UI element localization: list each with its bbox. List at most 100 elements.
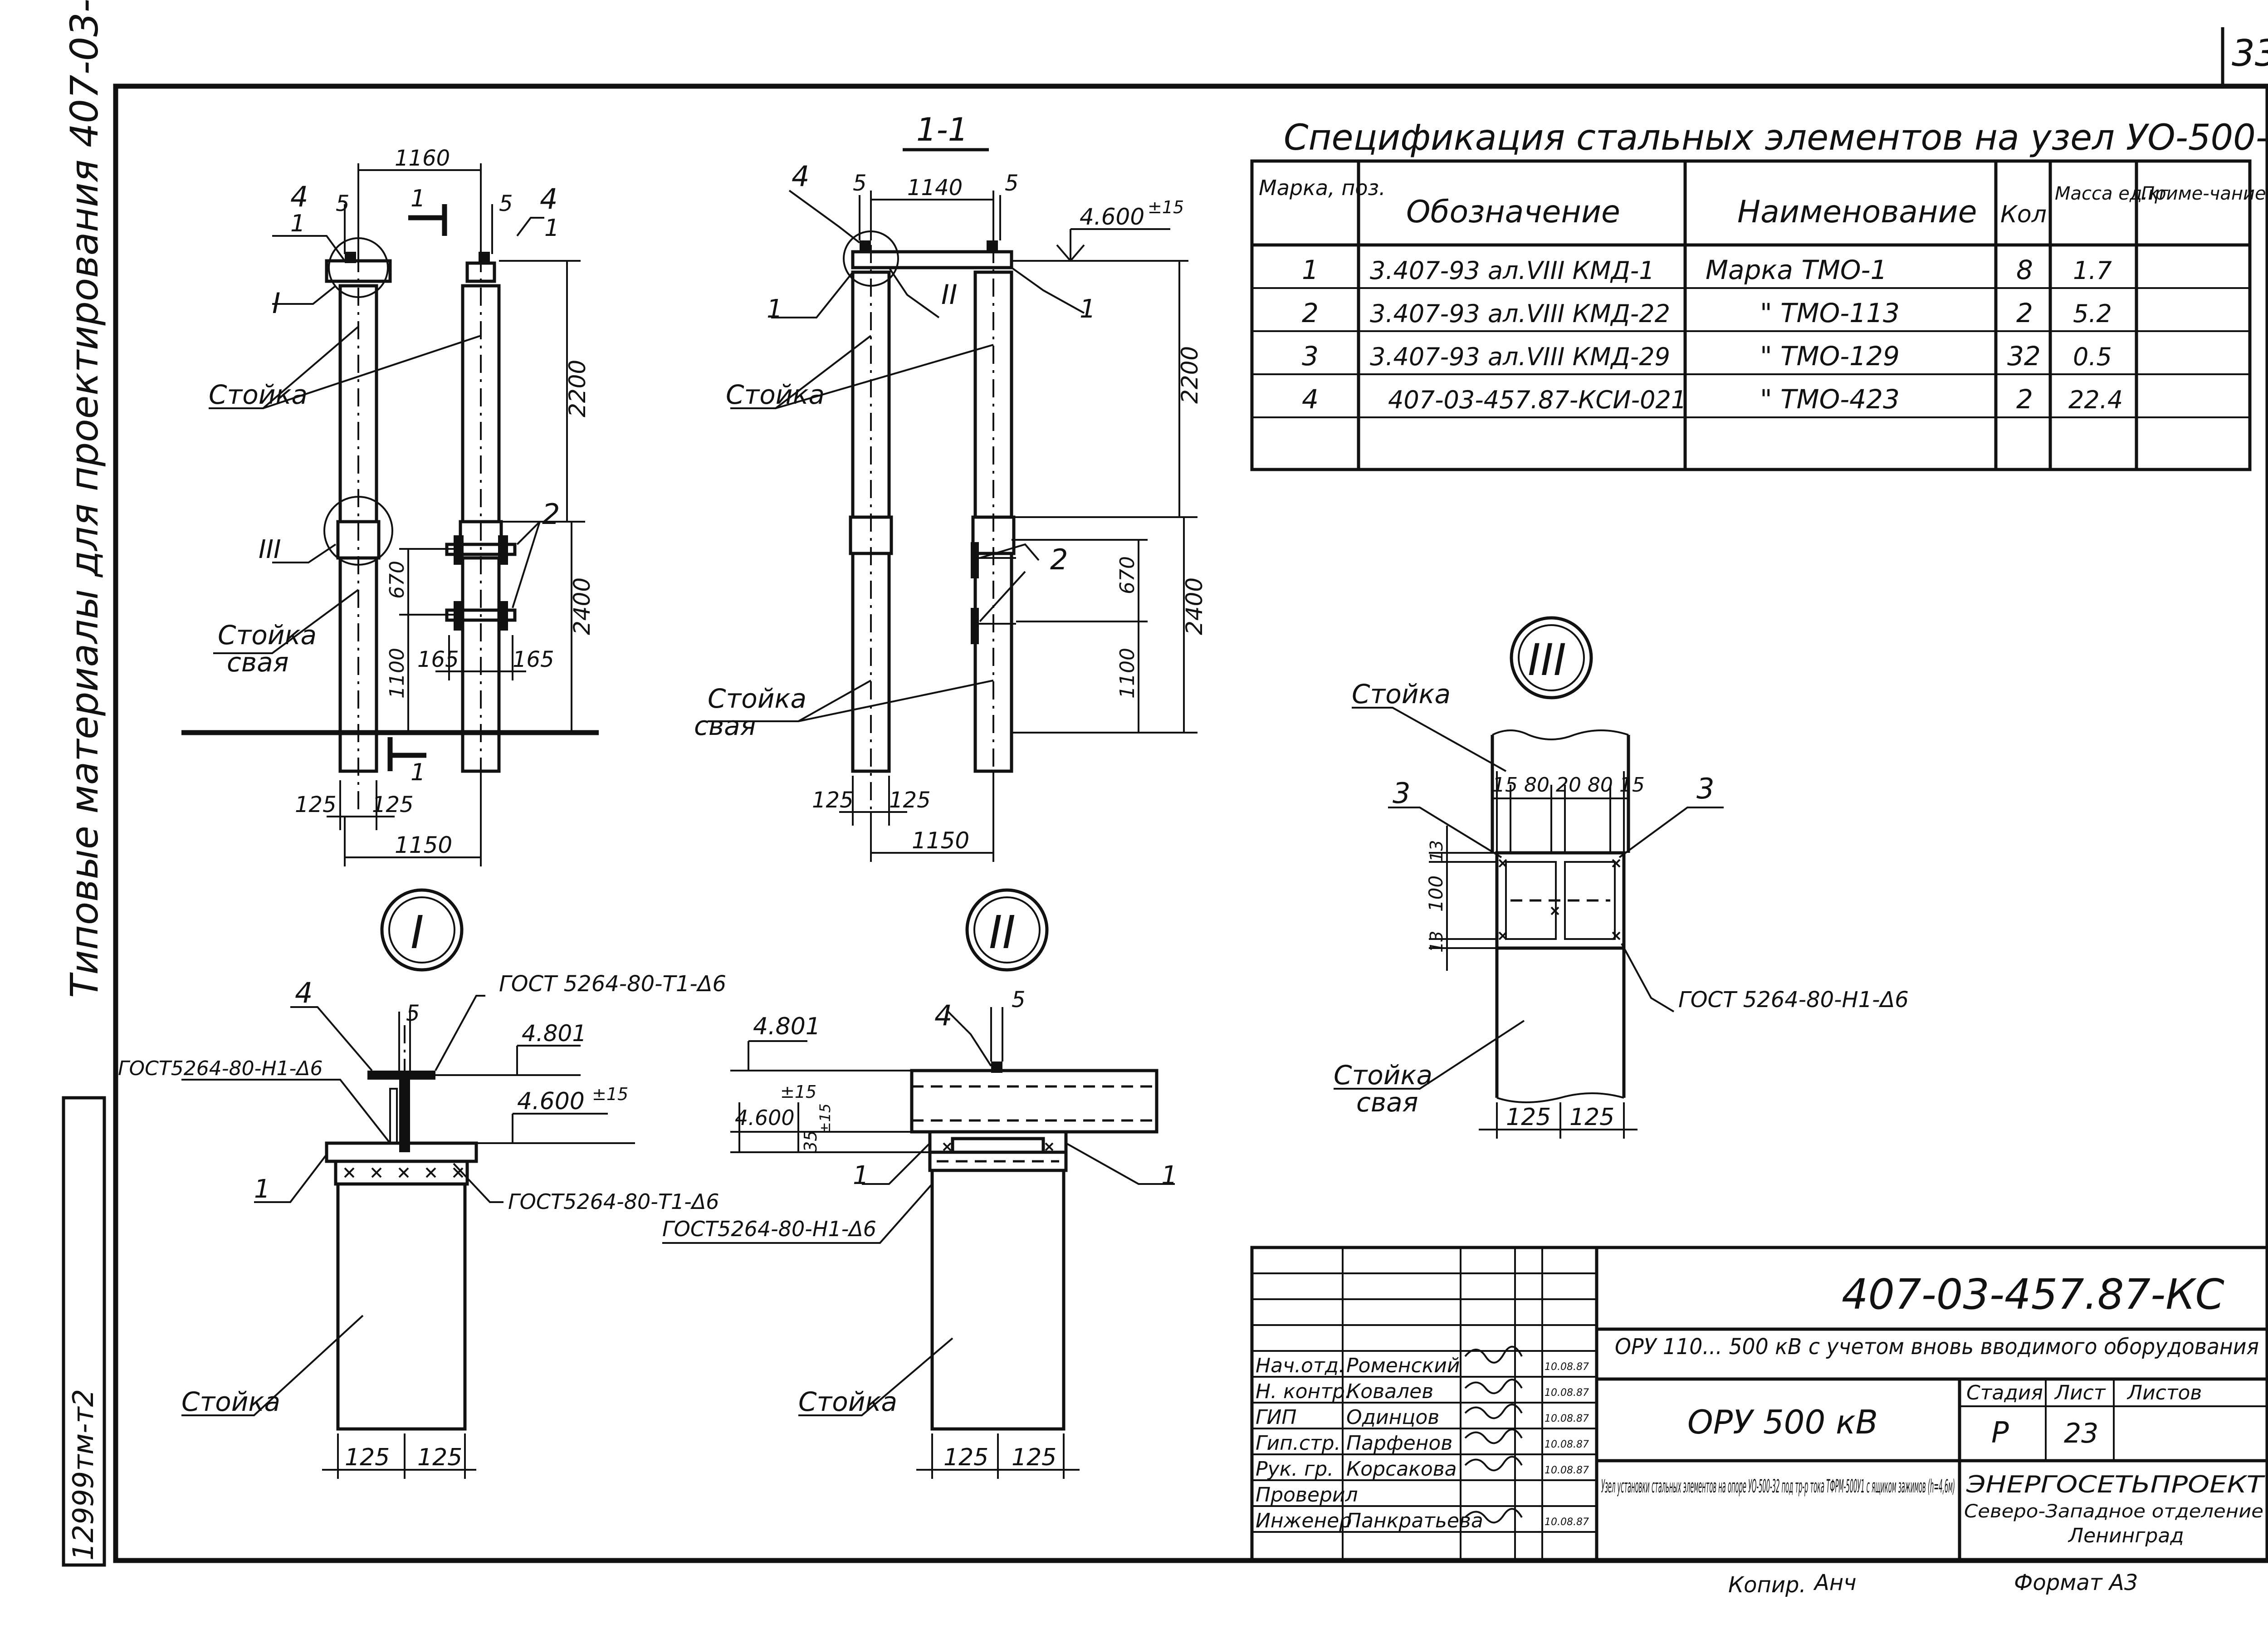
side-text: Типовые материалы для проектирования 407… [62, 0, 107, 998]
table-row: 2 3.407-93 ал.VIII КМД-22 " ТМО-113 2 5.… [1302, 298, 2112, 328]
header-mass: Масса ед.кг [2055, 183, 2169, 204]
dim-670: 670 [386, 561, 409, 599]
dim-1100: 1100 [1116, 648, 1139, 699]
dim-2400: 2400 [1181, 577, 1207, 635]
elevation-tol: ±15 [1148, 197, 1184, 217]
elev-mid: 4.600 [517, 1088, 585, 1115]
sig-name-4: Парфенов [1346, 1432, 1452, 1455]
header-designation: Обозначение [1406, 194, 1620, 230]
cell-qty: 2 [2016, 384, 2033, 415]
elev-top: 4.801 [522, 1020, 587, 1047]
dim-1150: 1150 [912, 827, 969, 854]
dim-5-left: 5 [853, 171, 867, 196]
mark-1-right: 1 [1080, 294, 1096, 324]
weld-left: ГОСТ5264-80-Н1-Δ6 [118, 1057, 323, 1080]
project-title: ОРУ 110... 500 кВ с учетом вновь вводимо… [1615, 1334, 2259, 1360]
badge-I: I [411, 906, 424, 959]
sig-role-2: Н. контр. [1256, 1380, 1351, 1403]
callout-II: II [941, 279, 957, 311]
front-view [181, 163, 599, 866]
mark-4: 4 [792, 160, 809, 193]
cell-mass: 1.7 [2073, 256, 2112, 285]
cell-mark: 4 [1302, 384, 1319, 415]
elev-top: 4.801 [753, 1013, 821, 1040]
mark-1-right: 1 [544, 215, 559, 242]
mark-1-left: 1 [767, 294, 783, 324]
label-stoyka: Стойка [209, 379, 308, 410]
dim-125-left: 125 [1506, 1104, 1551, 1131]
dim-35: 35 [801, 1130, 821, 1152]
sig-role-4: Гип.стр. [1256, 1432, 1341, 1455]
sig-date-3: 10.08.87 [1545, 1413, 1589, 1424]
cell-designation: 3.407-93 ал.VIII КМД-1 [1370, 256, 1655, 285]
dim-5-left: 5 [336, 191, 350, 216]
sheet-frame [62, 27, 2268, 1567]
sheets-header: Листов [2126, 1381, 2202, 1404]
dims-top: 15 80 20 80 15 [1492, 773, 1645, 797]
dim-5: 5 [1012, 987, 1026, 1013]
signature-marks [1464, 1345, 1523, 1524]
label-stoyka-svaya-2: свая [694, 710, 756, 741]
sheet-value: 23 [2064, 1418, 2098, 1449]
sig-name-5: Корсакова [1346, 1458, 1457, 1481]
dim-1160: 1160 [395, 146, 450, 171]
section-view [708, 148, 1198, 862]
detail-III [1334, 616, 1724, 1139]
mark-1: 1 [254, 1174, 270, 1204]
callout-III: III [259, 535, 281, 564]
label-stoyka-svaya-2: свая [227, 647, 289, 678]
stage-value: Р [1991, 1416, 2009, 1450]
title-block-text: 407-03-457.87-КС ОРУ 110... 500 кВ с уче… [1601, 1270, 2266, 1547]
sig-role-3: ГИП [1256, 1406, 1297, 1429]
elev-mid-tol: ±15 [592, 1084, 628, 1104]
dim-125-left: 125 [812, 788, 854, 813]
copied-label: Копир. [1728, 1572, 1806, 1598]
dim-125-right: 125 [417, 1444, 462, 1471]
mark-1-left: 1 [290, 210, 305, 237]
sig-date-1: 10.08.87 [1545, 1361, 1589, 1373]
section-view-labels: 1-1 4 5 1140 5 4.600 ±15 1 II 1 2200 Сто… [694, 111, 1207, 854]
header-name: Наименование [1737, 194, 1977, 230]
label-bottom-1: Стойка [1334, 1060, 1432, 1091]
dim-125-left: 125 [943, 1444, 988, 1471]
copier-name: Анч [1813, 1570, 1857, 1595]
header-mark: Марка, поз. [1259, 176, 1386, 200]
mark-2: 2 [1050, 543, 1068, 576]
elev-mid-tol: ±15 [780, 1082, 816, 1102]
weld-top: ГОСТ 5264-80-Т1-Δ6 [499, 971, 726, 997]
label-stoyka-svaya-1: Стойка [218, 620, 317, 651]
cell-mass: 0.5 [2073, 342, 2112, 371]
sig-name-2: Ковалев [1346, 1380, 1433, 1403]
dim-125-right: 125 [372, 792, 414, 817]
dim-125-right: 125 [1012, 1444, 1056, 1471]
sig-role-6: Проверил [1256, 1483, 1358, 1507]
label-bottom-2: свая [1356, 1087, 1418, 1118]
sig-name-3: Одинцов [1346, 1406, 1439, 1429]
cell-name: Марка ТМО-1 [1706, 254, 1887, 285]
detail-II [662, 888, 1175, 1479]
spec-header: Марка, поз. Обозначение Наименование Кол… [1259, 176, 2266, 230]
organization-3: Ленинград [2068, 1524, 2184, 1547]
dim-2400: 2400 [569, 577, 595, 635]
project-title-text: ОРУ 110... 500 кВ с учетом вновь вводимо… [1615, 1334, 2259, 1360]
section-mark-top: 1 [411, 185, 425, 212]
sig-role-1: Нач.отд. [1256, 1354, 1345, 1377]
sheet-number: 33 [2232, 32, 2268, 74]
cell-name: " ТМО-129 [1760, 341, 1900, 372]
weld-right: ГОСТ5264-80-Т1-Δ6 [508, 1189, 719, 1214]
detail-I [181, 888, 635, 1479]
dim-5: 5 [406, 1001, 420, 1026]
dim-13-top: 13 [1427, 840, 1447, 862]
signatures: Нач.отд. Роменский 10.08.87 Н. контр. Ко… [1256, 1354, 1589, 1532]
table-row: 3 3.407-93 ал.VIII КМД-29 " ТМО-129 32 0… [1302, 341, 2112, 372]
cell-qty: 8 [2016, 254, 2033, 285]
section-mark-bottom: 1 [411, 759, 425, 786]
detail-III-labels: III Стойка 15 80 20 80 15 3 3 13 100 13 … [1334, 635, 1909, 1131]
mark-4-right: 4 [540, 182, 557, 215]
label: Стойка [181, 1386, 280, 1417]
detail-II-labels: II 4 5 4.801 ±15 4.600 35 ±15 1 1 ГОСТ52… [662, 906, 1178, 1471]
badge-II: II [989, 906, 1016, 959]
cell-name: " ТМО-423 [1760, 384, 1900, 415]
callout-I: I [272, 287, 280, 320]
